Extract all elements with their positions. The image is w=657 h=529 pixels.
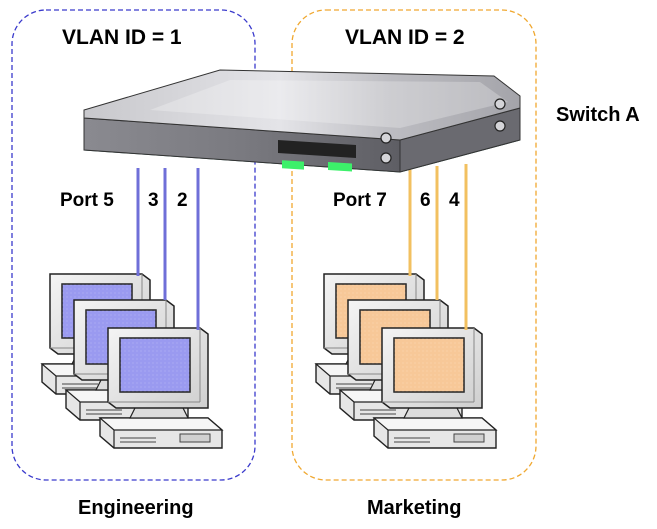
front-knob-2 — [380, 152, 392, 164]
port-label-7: Port 7 — [333, 190, 387, 211]
switch-a — [83, 69, 521, 173]
vlan-2-title: VLAN ID = 2 — [345, 26, 465, 49]
port-led-right — [328, 162, 352, 172]
front-knob-1 — [380, 132, 392, 144]
vlan-1-cables — [136, 168, 200, 330]
vlan-2-boundary — [291, 9, 537, 481]
side-knob-1 — [494, 98, 506, 110]
marketing-pc-3 — [373, 327, 497, 449]
vlan-1-boundary — [11, 9, 256, 481]
port-panel — [278, 140, 356, 158]
vlan-2-cables — [408, 164, 468, 330]
engineering-label: Engineering — [78, 497, 194, 519]
port-label-3: 3 — [148, 190, 159, 211]
engineering-pc-3 — [99, 327, 223, 449]
port-label-6: 6 — [420, 190, 431, 211]
port-label-2: 2 — [177, 190, 188, 211]
port-label-5: Port 5 — [60, 190, 114, 211]
side-knob-2 — [494, 120, 506, 132]
port-label-4: 4 — [449, 190, 460, 211]
vlan-1-title: VLAN ID = 1 — [62, 26, 182, 49]
switch-name: Switch A — [556, 104, 640, 126]
port-led-left — [282, 160, 304, 170]
marketing-label: Marketing — [367, 497, 462, 519]
